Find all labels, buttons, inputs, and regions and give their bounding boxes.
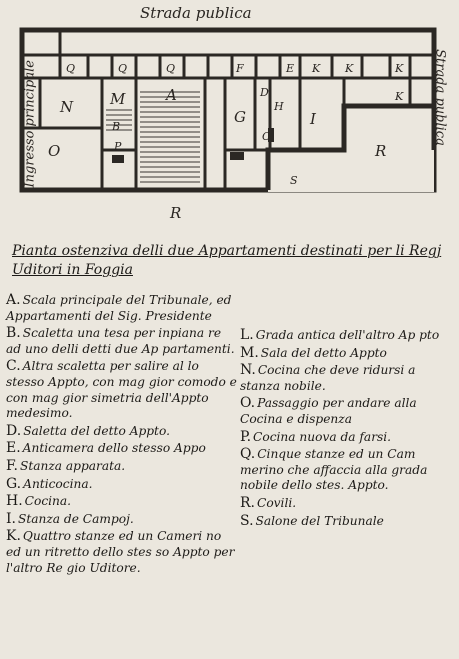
document-title: Pianta ostenziva delli due Appartamenti … (12, 243, 442, 278)
plan-label-k1: K (311, 62, 321, 75)
plan-label-a: A (164, 86, 177, 104)
legend-entry-l: L.Grada antica dell'altro Ap pto (240, 327, 440, 343)
plan-label-d: D (259, 86, 269, 99)
legend-entry-f: F.Stanza apparata. (6, 457, 126, 474)
plan-label-g: G (234, 108, 246, 126)
street-label-right: Strada publica (432, 49, 448, 146)
plan-label-f: F (235, 62, 244, 75)
floor-plan: Q Q Q F E K K K K N M A G D H I C O P B … (19, 27, 437, 222)
plan-label-s: S (290, 174, 298, 187)
legend-entry-o: O.Passaggio per andare alla Cocina e dis… (240, 395, 417, 426)
plan-label-b: B (111, 120, 120, 133)
street-label-top: Strada publica (140, 4, 252, 22)
legend-entry-r: R.Covili. (240, 494, 297, 511)
legend-entry-a: A.Scala principale del Tribunale, ed App… (6, 292, 232, 323)
street-label-left: Ingresso principale (22, 60, 38, 188)
plan-label-o: O (48, 142, 60, 160)
legend-entry-m: M.Sala del detto Appto (240, 344, 387, 361)
legend-entry-h: H.Cocina. (6, 493, 72, 510)
legend-entry-s: S.Salone del Tribunale (240, 512, 384, 529)
legend-entry-c: C.Altra scaletta per salire al lo stesso… (6, 358, 237, 421)
plan-lower-right-wall (265, 103, 434, 190)
legend-right-column: L.Grada antica dell'altro Ap pto M.Sala … (240, 293, 454, 531)
plan-label-e: E (285, 62, 294, 75)
plan-label-m: M (109, 90, 126, 108)
plan-label-q1: Q (66, 62, 75, 75)
plan-label-c: C (262, 130, 271, 143)
legend-left-column: A.Scala principale del Tribunale, ed App… (6, 292, 238, 578)
plan-label-p: P (113, 140, 122, 153)
legend-entry-k: K.Quattro stanze ed un Cameri no ed un r… (6, 528, 235, 575)
legend-entry-p: P.Cocina nuova da farsi. (240, 428, 392, 445)
legend-entry-d: D.Saletta del detto Appto. (6, 422, 170, 439)
legend-entry-n: N.Cocina che deve ridursi a stanza nobil… (240, 362, 416, 393)
legend-entry-g: G.Anticocina. (6, 475, 93, 492)
plan-label-k4: K (394, 90, 404, 103)
plan-label-r1: R (374, 142, 386, 160)
plan-label-k2: K (344, 62, 354, 75)
plan-label-h: H (273, 100, 284, 113)
legend-entry-q: Q.Cinque stanze ed un Cam merino che aff… (240, 446, 428, 493)
legend-entry-b: B.Scaletta una tesa per inpiana re ad un… (6, 325, 235, 356)
legend-entry-i: I.Stanza de Campoj. (6, 510, 134, 527)
plan-label-i: I (309, 110, 317, 128)
plan-label-k3: K (394, 62, 404, 75)
plan-label-q3: Q (166, 62, 175, 75)
plan-label-n: N (59, 98, 74, 116)
legend-entry-e: E.Anticamera dello stesso Appo (6, 440, 206, 457)
plan-label-q2: Q (118, 62, 127, 75)
plan-label-r2: R (169, 204, 181, 222)
